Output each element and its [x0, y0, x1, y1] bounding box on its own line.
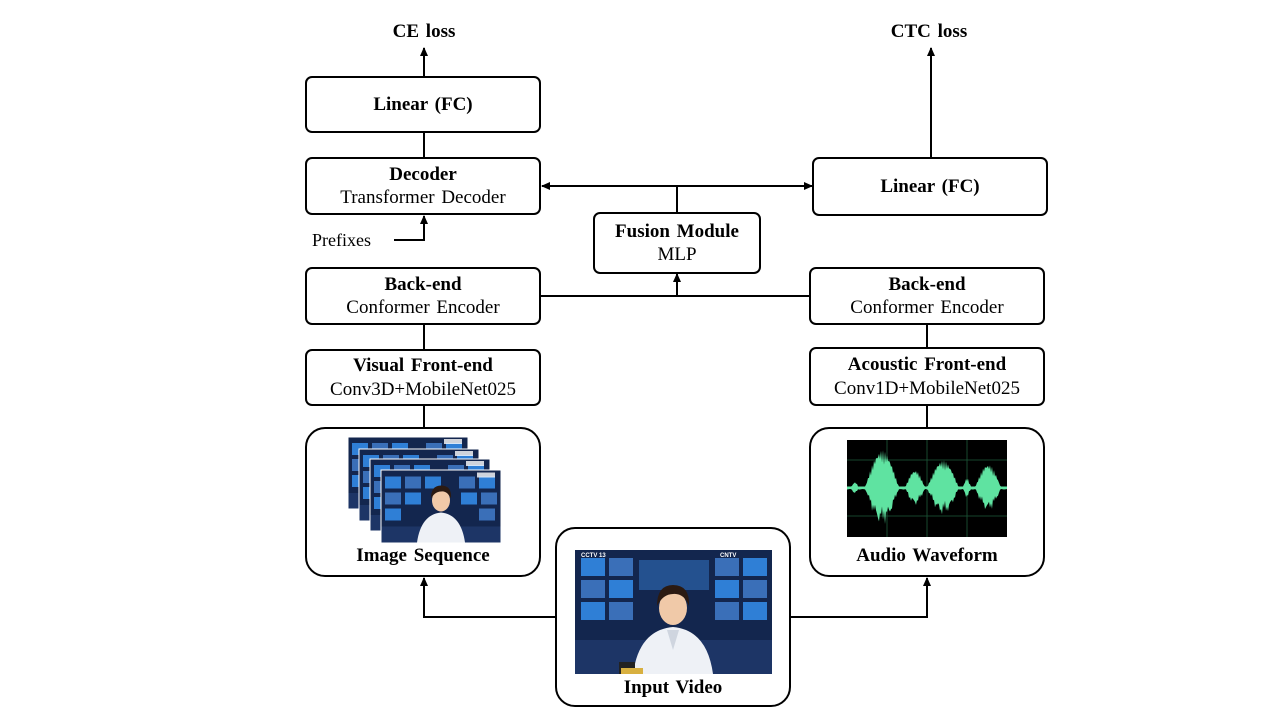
acoustic-frontend-title: Acoustic Front-end [847, 354, 1007, 376]
channel-logo-text: CCTV 13 [581, 553, 606, 559]
input-video-frame: CCTV 13 CNTV [575, 550, 772, 674]
ce-loss-label: CE loss [392, 21, 456, 42]
right-backend-box: Back-end Conformer Encoder [809, 267, 1045, 325]
arrow-prefixes [394, 215, 428, 241]
fusion-module-title: Fusion Module [615, 220, 739, 242]
image-sequence-thumbnails [348, 437, 502, 544]
left-linear-fc-title: Linear (FC) [373, 93, 473, 115]
arrow-input-to-audio [790, 577, 931, 618]
right-linear-fc-box: Linear (FC) [812, 157, 1048, 216]
decoder-box: Decoder Transformer Decoder [305, 157, 541, 215]
input-video-label: Input Video [623, 676, 723, 698]
right-linear-fc-title: Linear (FC) [880, 175, 980, 197]
audio-waveform-plot [847, 440, 1007, 537]
fusion-module-subtitle: MLP [657, 244, 697, 265]
visual-frontend-subtitle: Conv3D+MobileNet025 [330, 378, 516, 400]
decoder-title: Decoder [389, 163, 457, 185]
right-backend-title: Back-end [888, 273, 966, 295]
left-backend-box: Back-end Conformer Encoder [305, 267, 541, 325]
left-linear-fc-box: Linear (FC) [305, 76, 541, 133]
waveform-shape [847, 450, 1007, 525]
arrow-input-to-images [420, 577, 556, 618]
visual-frontend-title: Visual Front-end [353, 355, 493, 377]
decoder-subtitle: Transformer Decoder [340, 187, 506, 208]
wall-logo-text: CNTV [720, 553, 736, 559]
prefixes-label: Prefixes [312, 230, 371, 250]
right-backend-subtitle: Conformer Encoder [850, 297, 1004, 318]
visual-frontend-box: Visual Front-end Conv3D+MobileNet025 [305, 349, 541, 406]
frame-4 [380, 469, 502, 544]
left-backend-title: Back-end [384, 273, 462, 295]
acoustic-frontend-subtitle: Conv1D+MobileNet025 [834, 377, 1020, 399]
ctc-loss-label: CTC loss [890, 21, 968, 42]
acoustic-frontend-box: Acoustic Front-end Conv1D+MobileNet025 [809, 347, 1045, 406]
fusion-module-box: Fusion Module MLP [593, 212, 761, 274]
image-sequence-label: Image Sequence [356, 544, 490, 566]
waveform-trace [847, 450, 1007, 525]
audio-waveform-label: Audio Waveform [856, 544, 998, 566]
left-backend-subtitle: Conformer Encoder [346, 297, 500, 318]
